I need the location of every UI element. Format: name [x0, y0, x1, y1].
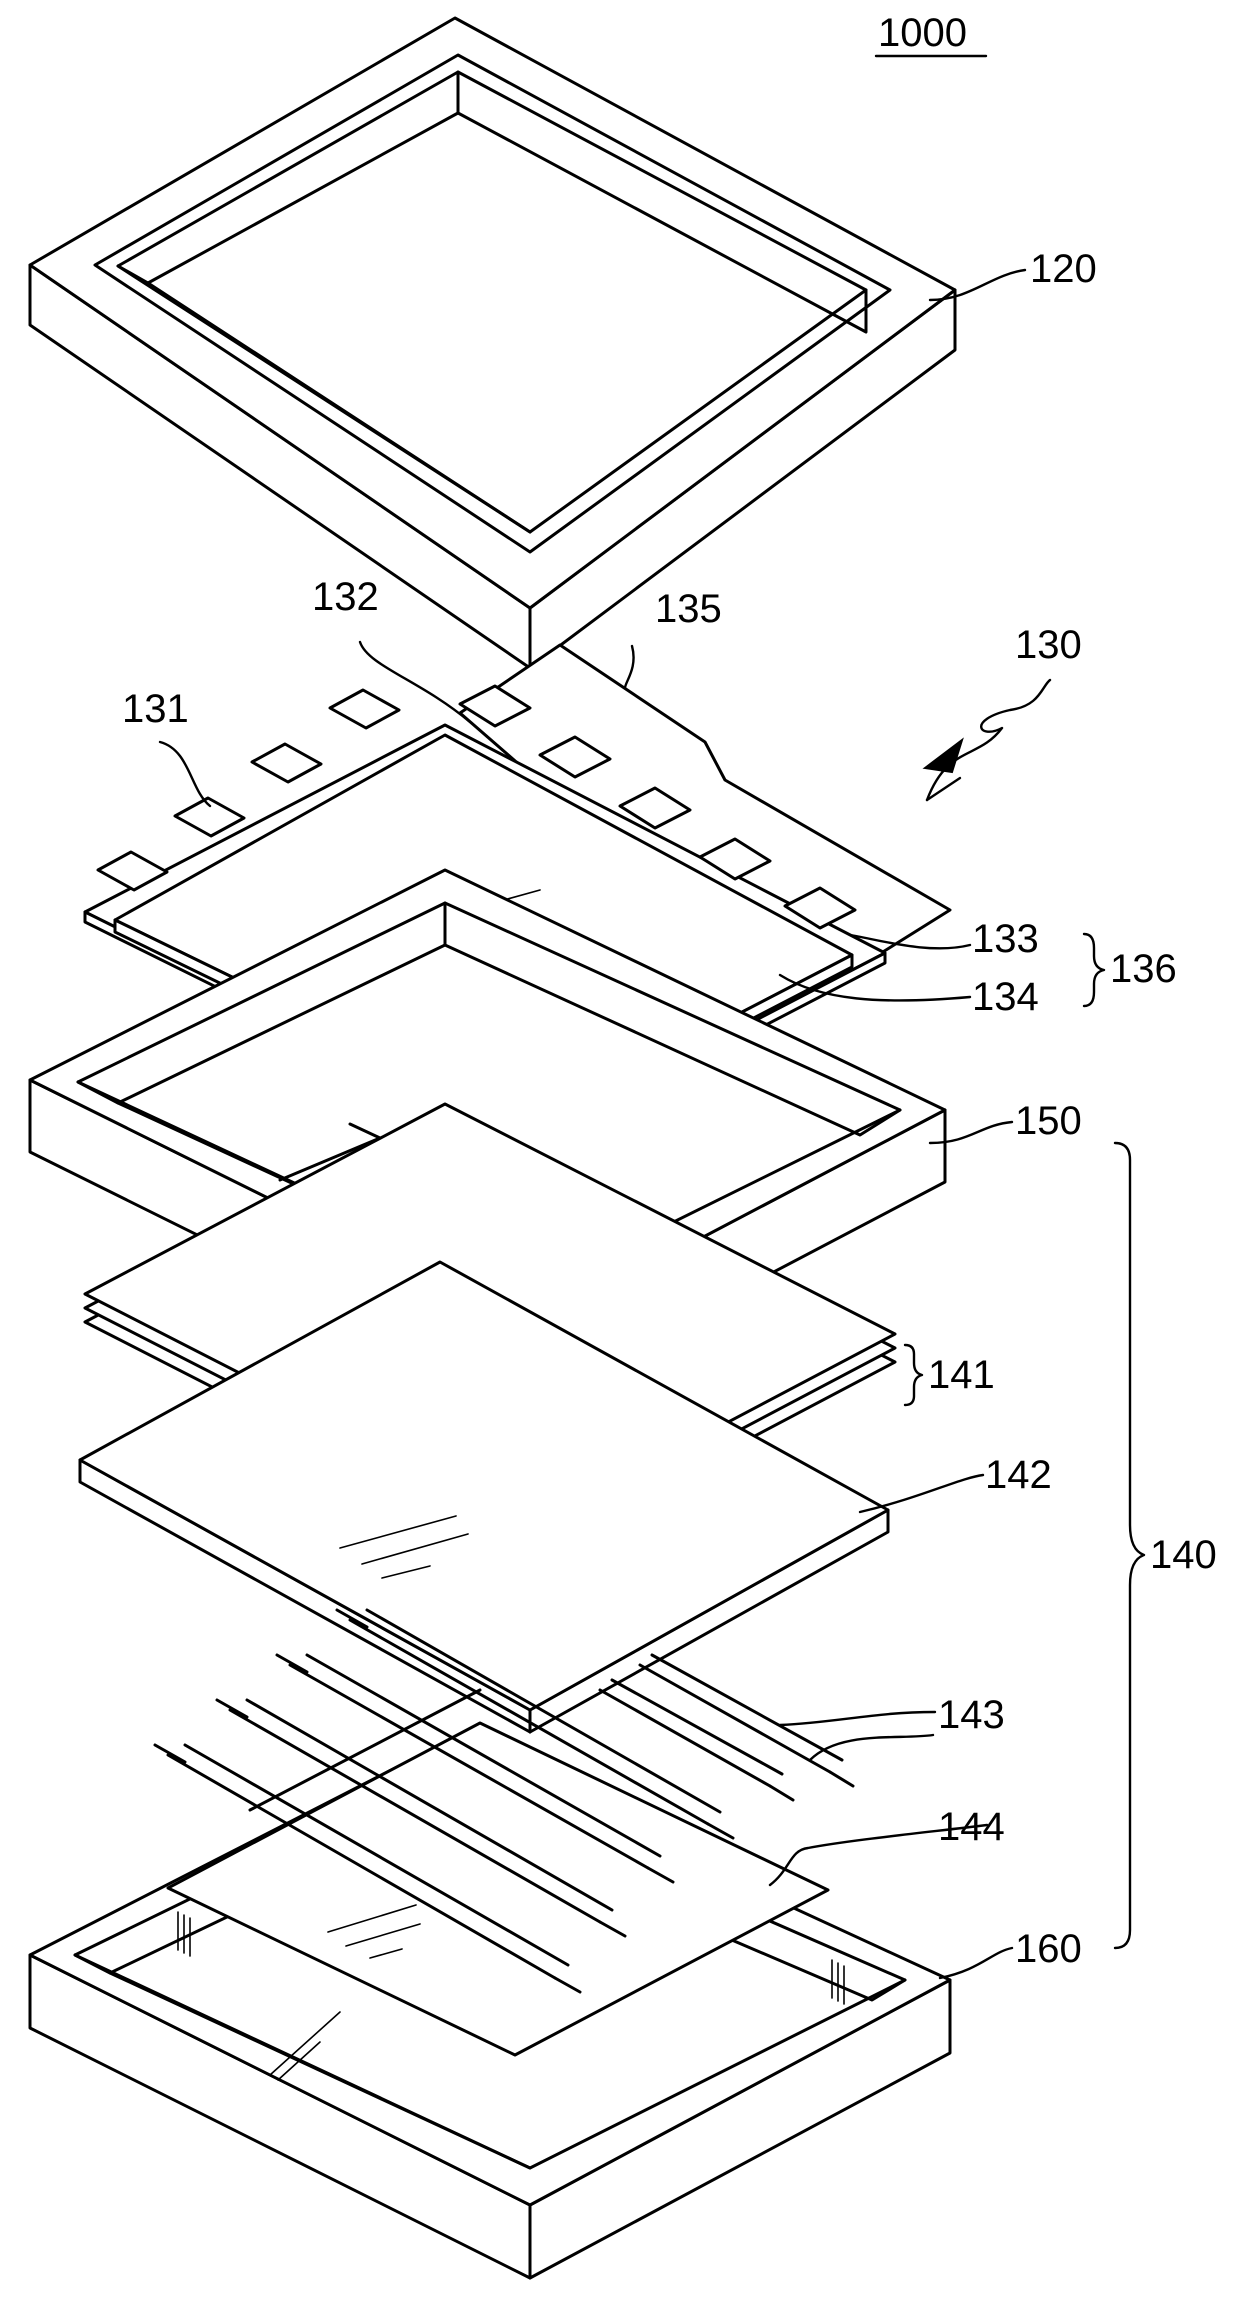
brace-141 [905, 1345, 922, 1405]
label-120: 120 [1030, 247, 1097, 291]
label-131: 131 [122, 687, 189, 731]
label-142: 142 [985, 1453, 1052, 1497]
label-160: 160 [1015, 1927, 1082, 1971]
arrow-head [925, 740, 962, 772]
brace-140 [1115, 1143, 1144, 1948]
label-140: 140 [1150, 1533, 1217, 1577]
label-150: 150 [1015, 1099, 1082, 1143]
label-144: 144 [938, 1805, 1005, 1849]
label-134: 134 [972, 975, 1039, 1019]
figure-reference-number: 1000 [878, 11, 967, 55]
braces [905, 934, 1144, 1948]
top-chassis [30, 18, 955, 668]
label-135: 135 [655, 587, 722, 631]
assembly-arrow [925, 740, 962, 772]
label-130: 130 [1015, 623, 1082, 667]
label-141: 141 [928, 1353, 995, 1397]
brace-136 [1084, 934, 1104, 1006]
label-136: 136 [1110, 947, 1177, 991]
label-143: 143 [938, 1693, 1005, 1737]
label-133: 133 [972, 917, 1039, 961]
label-132: 132 [312, 575, 379, 619]
